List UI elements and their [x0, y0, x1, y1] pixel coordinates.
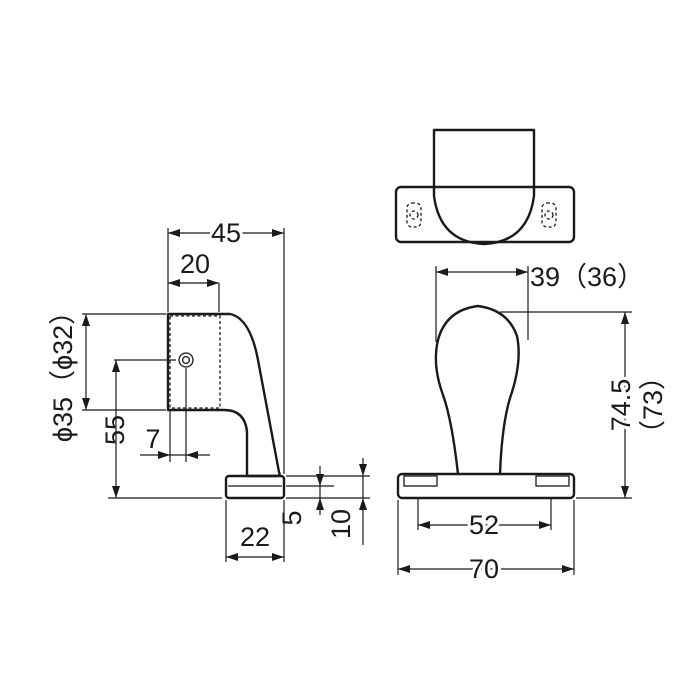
- side-view: [166, 312, 286, 500]
- front-base-left-slot: [403, 475, 438, 487]
- side-base-plate: [224, 474, 286, 500]
- dim-head-width: 39（36）: [530, 262, 644, 292]
- dim-hole-height: 55: [100, 415, 130, 445]
- rubber-head-hidden: [169, 315, 221, 409]
- stopper-side-body: [166, 312, 281, 478]
- catch-right-hole: [544, 210, 554, 220]
- catch-right-slot: [541, 202, 557, 228]
- front-base-right-slot: [535, 475, 570, 487]
- dim-overall-depth: 45: [211, 218, 241, 248]
- front-dimensions: 39（36） 74.5 （73） 52 70: [397, 262, 668, 587]
- screw-hole-inner: [181, 355, 191, 365]
- front-base-plate: [396, 472, 576, 500]
- dim-base-thickness: 5: [277, 510, 307, 525]
- side-dimensions: 45 20 ϕ35（ϕ32） 55 7 22: [48, 215, 370, 562]
- dim-head-diameter: ϕ35（ϕ32）: [48, 298, 78, 442]
- dim-overall-height-a: 74.5: [606, 379, 636, 432]
- catch-left-slot: [406, 202, 422, 228]
- dim-total-base-height: 10: [326, 509, 356, 539]
- dim-head-depth: 20: [180, 249, 210, 279]
- dim-base-width: 22: [240, 522, 270, 552]
- dim-hole-pitch: 52: [469, 510, 499, 540]
- catch-plate: [394, 185, 576, 244]
- catch-left-hole: [409, 210, 419, 220]
- dim-overall-height-b: （73）: [638, 363, 668, 447]
- dim-hole-offset: 7: [145, 424, 160, 454]
- top-view-catch: [394, 128, 576, 246]
- front-view: [396, 304, 576, 500]
- screw-hole-outer: [178, 352, 194, 368]
- catch-body: [432, 128, 536, 246]
- dim-base-length: 70: [469, 554, 499, 584]
- stopper-front-body: [434, 304, 520, 476]
